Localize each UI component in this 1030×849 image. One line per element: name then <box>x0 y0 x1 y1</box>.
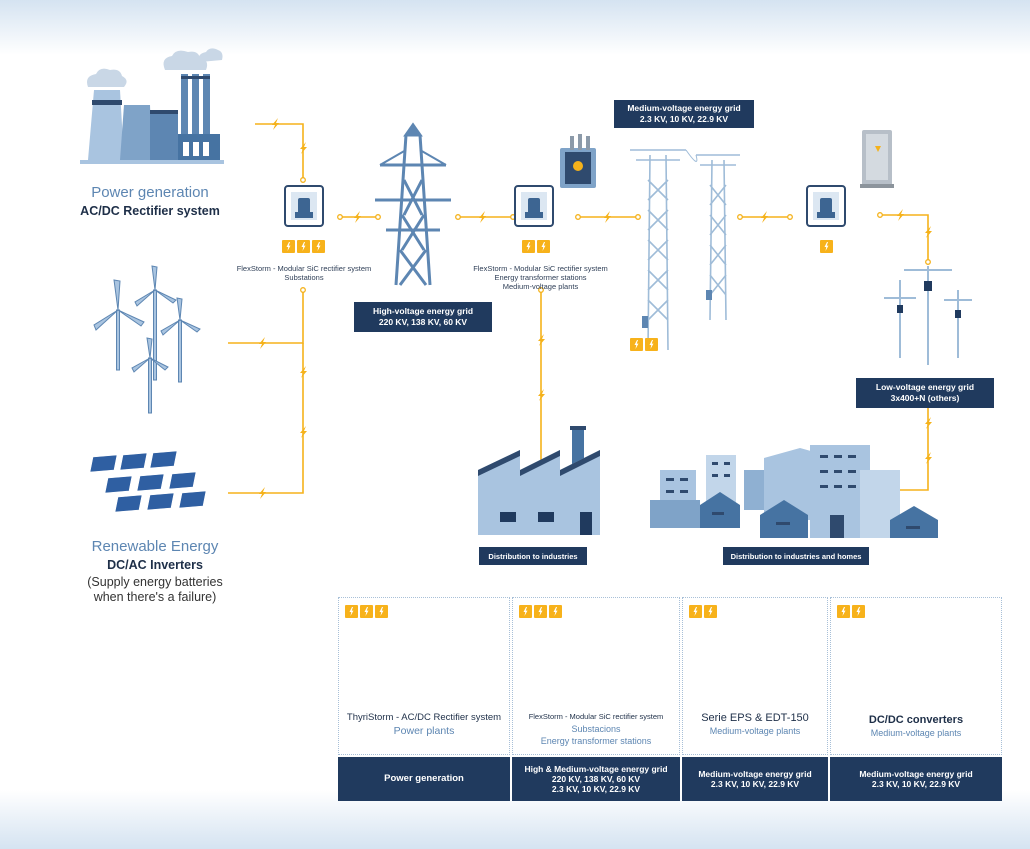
low-voltage-transformer-icon <box>806 185 846 227</box>
renewable-energy-title: Renewable Energy <box>91 538 219 555</box>
substation-label: FlexStorm - Modular SiC rectifier system… <box>236 264 372 282</box>
transformer-unit-icon <box>560 134 596 188</box>
high-voltage-tower-icon <box>375 122 451 286</box>
low-voltage-poles-icon <box>884 266 972 365</box>
footer-medium-grid-dcdc: Medium-voltage energy grid 2.3 KV, 10 KV… <box>830 757 1002 801</box>
distribution-industries-homes-label: Distribution to industries and homes <box>723 547 869 565</box>
high-voltage-grid-label: High-voltage energy grid 220 KV, 138 KV,… <box>354 302 492 332</box>
bolt-icon <box>375 605 388 618</box>
renewable-note-line1: (Supply energy batteries <box>87 575 223 589</box>
bolt-icon <box>704 605 717 618</box>
card-bolts <box>345 605 390 618</box>
factory-icon <box>478 426 600 535</box>
pole-box <box>924 281 932 291</box>
bolt-icon <box>345 605 358 618</box>
medium-voltage-grid-label: Medium-voltage energy grid 2.3 KV, 10 KV… <box>614 100 754 128</box>
medium-poles-bolts <box>630 338 660 351</box>
low-voltage-station-bolts <box>820 240 835 253</box>
bolt-icon <box>549 605 562 618</box>
power-wires <box>228 123 929 494</box>
power-generation-subtitle: AC/DC Rectifier system <box>80 204 220 218</box>
renewable-energy-subtitle: DC/AC Inverters <box>107 558 203 572</box>
solar-panels-icon <box>89 450 207 513</box>
card-subtitle: Medium-voltage plants <box>870 728 962 738</box>
footer-power-generation: Power generation <box>338 757 510 801</box>
card-bolts <box>837 605 867 618</box>
city-buildings-icon <box>650 445 938 538</box>
card-title: DC/DC converters <box>868 714 964 726</box>
card-title: FlexStorm - Modular SiC rectifier system <box>528 712 664 721</box>
card-subtitle: Medium-voltage plants <box>709 726 801 736</box>
power-generation-title: Power generation <box>91 184 209 201</box>
substation-transformer-icon <box>284 185 324 227</box>
bolt-icon <box>837 605 850 618</box>
bolt-icon <box>360 605 373 618</box>
product-card-thyristorm: ThyriStorm - AC/DC Rectifier system Powe… <box>338 597 510 755</box>
bolt-icon <box>519 605 532 618</box>
wind-turbines-icon <box>93 265 201 414</box>
card-title: Serie EPS & EDT-150 <box>701 712 809 724</box>
transformer-bolts <box>522 240 552 253</box>
bolt-icon <box>534 605 547 618</box>
footer-medium-grid-eps: Medium-voltage energy grid 2.3 KV, 10 KV… <box>682 757 828 801</box>
product-card-dcdc: DC/DC converters Medium-voltage plants <box>830 597 1002 755</box>
bolt-icon <box>852 605 865 618</box>
card-bolts <box>689 605 719 618</box>
substation-bolts <box>282 240 327 253</box>
product-card-eps: Serie EPS & EDT-150 Medium-voltage plant… <box>682 597 828 755</box>
electrical-cabinet-icon <box>860 130 894 188</box>
card-title: ThyriStorm - AC/DC Rectifier system <box>346 712 502 723</box>
bolt-icon <box>645 338 658 351</box>
card-subtitle-2: Energy transformer stations <box>540 736 652 746</box>
bolt-icon <box>297 240 310 253</box>
card-subtitle: Power plants <box>393 725 455 737</box>
bolt-icon <box>537 240 550 253</box>
pole-box <box>642 316 648 328</box>
pole-box <box>897 305 903 313</box>
card-bolts <box>519 605 564 618</box>
low-voltage-grid-label: Low-voltage energy grid 3x400+N (others) <box>856 378 994 408</box>
product-card-flexstorm: FlexStorm - Modular SiC rectifier system… <box>512 597 680 755</box>
footer-high-medium-grid: High & Medium-voltage energy grid 220 KV… <box>512 757 680 801</box>
medium-voltage-poles-icon <box>630 149 740 351</box>
power-plant-icon <box>80 48 224 164</box>
bolt-icon <box>522 240 535 253</box>
pole-box <box>955 310 961 318</box>
bolt-icon <box>689 605 702 618</box>
renewable-note-line2: when there's a failure) <box>93 590 217 604</box>
transformer-label: FlexStorm - Modular SiC rectifier system… <box>473 264 608 291</box>
bolt-icon <box>820 240 833 253</box>
card-subtitle: Substacions <box>571 724 621 734</box>
wire-end-dots <box>300 177 931 293</box>
pole-box <box>706 290 712 300</box>
bolt-icon <box>312 240 325 253</box>
transformer-station-icon <box>514 185 554 227</box>
distribution-industries-label: Distribution to industries <box>479 547 587 565</box>
bolt-icon <box>282 240 295 253</box>
bolt-icon <box>630 338 643 351</box>
